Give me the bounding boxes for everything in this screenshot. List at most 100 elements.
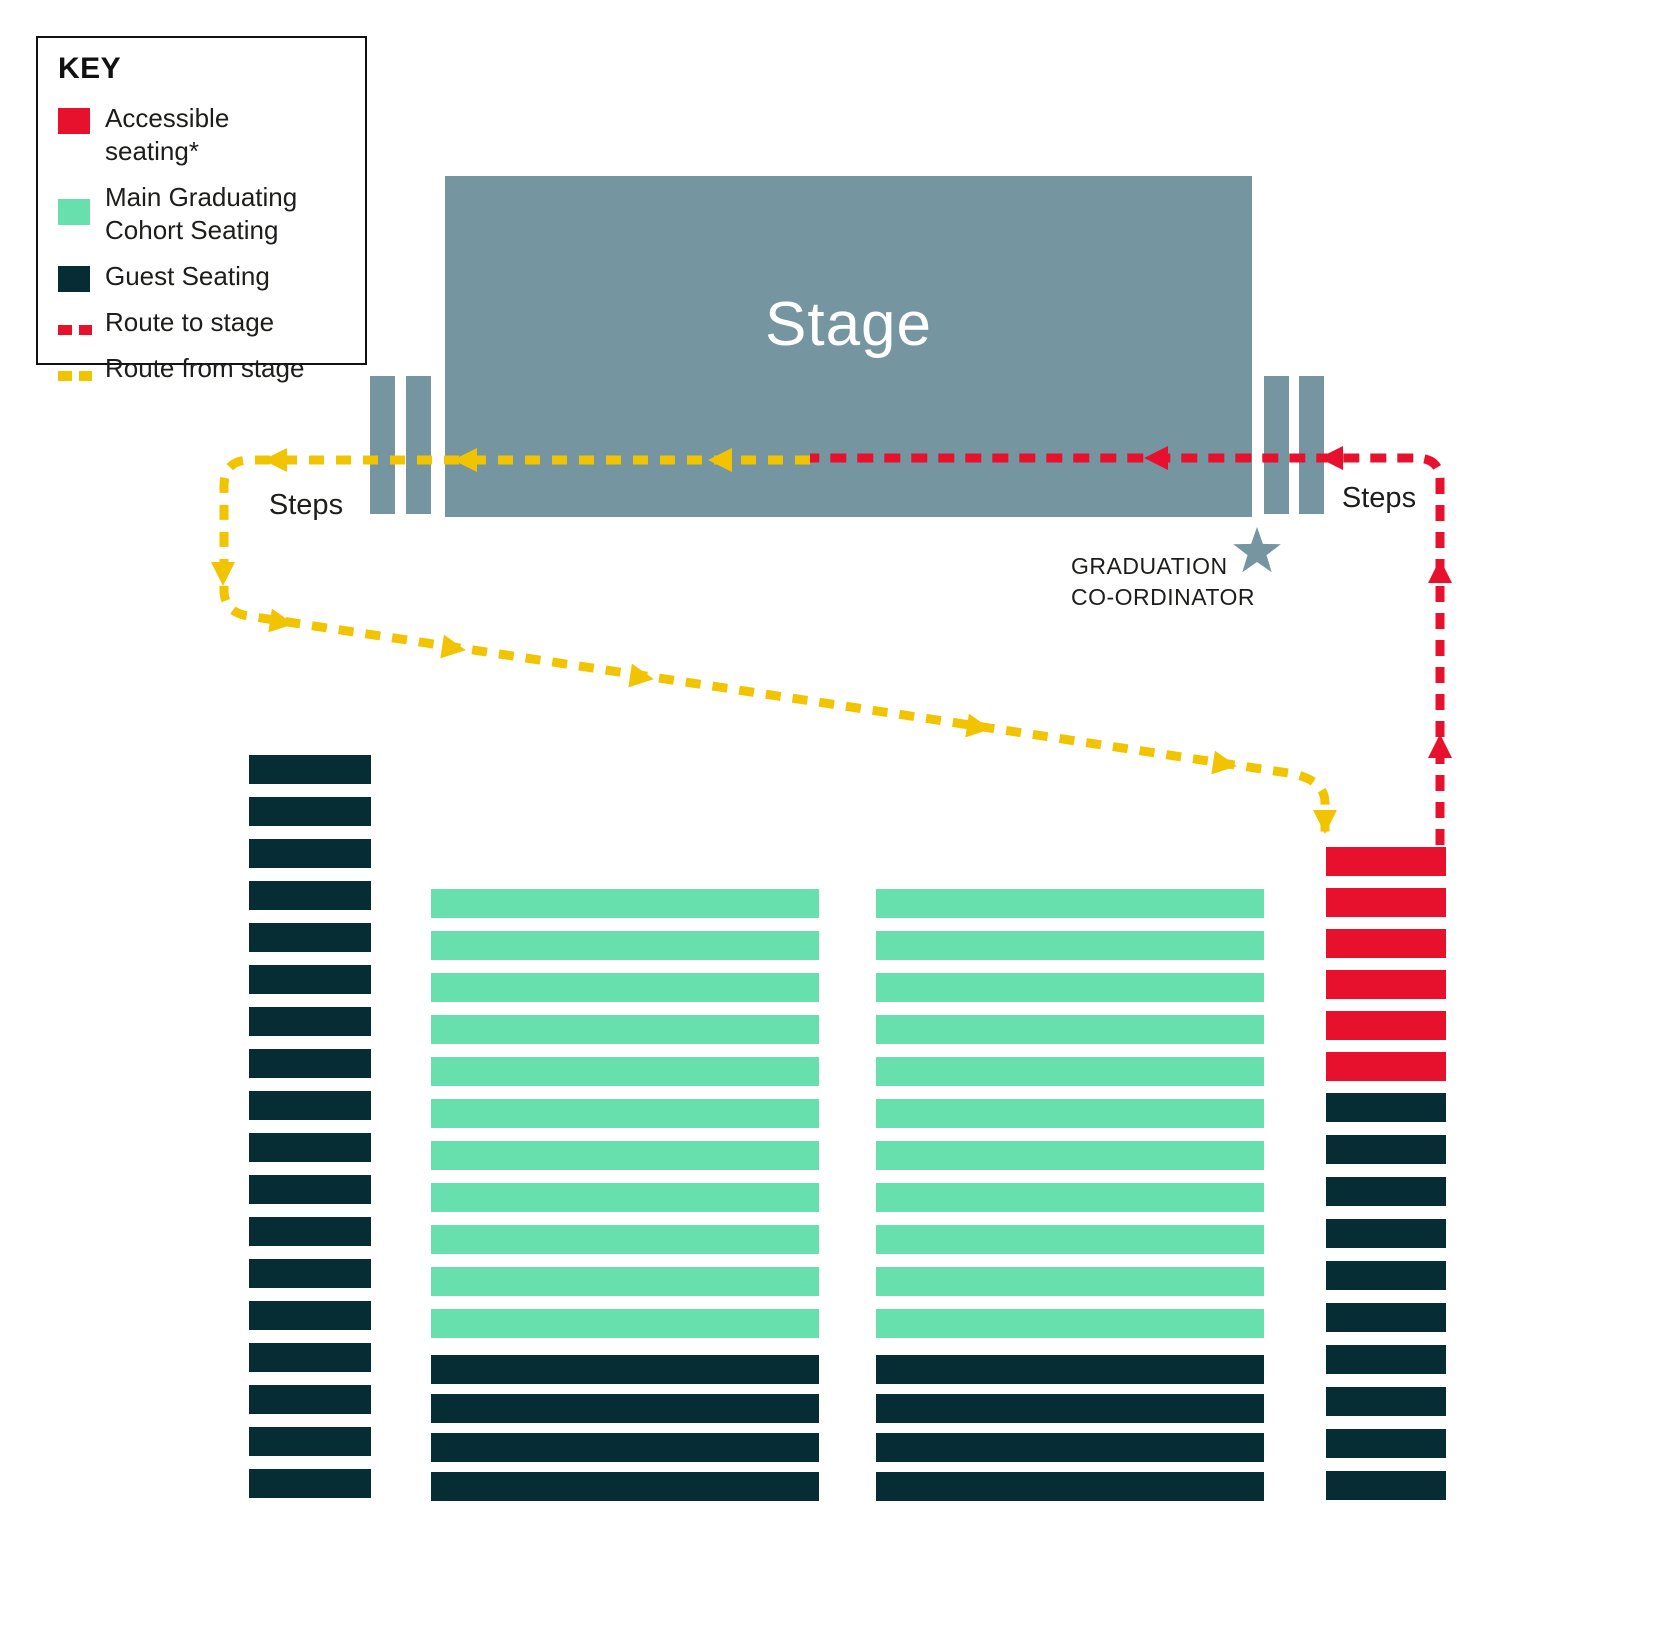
center-left-block-row xyxy=(431,1309,819,1338)
graduation-coordinator-line1: GRADUATION xyxy=(1071,553,1228,579)
route-to-stage-path xyxy=(810,453,1445,845)
left-guest-column-row xyxy=(249,1175,371,1204)
steps-pillar-right-inner xyxy=(1264,376,1289,514)
right-accessible-column-row xyxy=(1326,1261,1446,1290)
center-left-block-row xyxy=(431,973,819,1002)
left-guest-column-row xyxy=(249,1469,371,1498)
legend-item-cohort-seating: Main Graduating Cohort Seating xyxy=(58,181,347,247)
right-accessible-column-row xyxy=(1326,1177,1446,1206)
center-right-block-row xyxy=(876,889,1264,918)
center-right-block-row xyxy=(876,1057,1264,1086)
center-left-block-row xyxy=(431,1267,819,1296)
right-accessible-column-row xyxy=(1326,970,1446,999)
center-left-block-row xyxy=(431,1433,819,1462)
left-guest-column-row xyxy=(249,755,371,784)
route-from-arrow-icon xyxy=(440,634,466,659)
right-accessible-column-row xyxy=(1326,1093,1446,1122)
center-right-block-row xyxy=(876,1472,1264,1501)
left-guest-column-row xyxy=(249,1427,371,1456)
route-from-arrow-icon xyxy=(965,713,991,738)
right-accessible-column-row xyxy=(1326,1471,1446,1500)
left-guest-column-row xyxy=(249,1091,371,1120)
stage-label: Stage xyxy=(764,290,933,359)
right-accessible-column-row xyxy=(1326,888,1446,917)
left-guest-column-row xyxy=(249,1049,371,1078)
legend-item-accessible-seating: Accessible seating* xyxy=(58,102,347,168)
route-from-arrow-icon xyxy=(263,448,287,472)
legend-item-label: Route to stage xyxy=(105,307,275,337)
center-left-block-row xyxy=(431,1183,819,1212)
right-accessible-column-row xyxy=(1326,1303,1446,1332)
right-accessible-column-row xyxy=(1326,929,1446,958)
left-guest-column-row xyxy=(249,1385,371,1414)
guest-seating-swatch-icon xyxy=(58,266,92,292)
right-accessible-column-row xyxy=(1326,1011,1446,1040)
center-left-block-row xyxy=(431,1057,819,1086)
legend-item-label: Guest Seating xyxy=(105,261,270,291)
steps-label-right: Steps xyxy=(1341,482,1417,514)
center-right-block-row xyxy=(876,1309,1264,1338)
route-from-stage-path xyxy=(219,455,1330,843)
route-from-arrow-icon xyxy=(708,448,732,472)
route-to-stage-dash-icon xyxy=(58,312,92,335)
right-accessible-column-row xyxy=(1326,1345,1446,1374)
left-guest-column-row xyxy=(249,1343,371,1372)
cohort-seating-swatch-icon xyxy=(58,187,92,225)
center-right-block-row xyxy=(876,1433,1264,1462)
legend-item-guest-seating: Guest Seating xyxy=(58,260,347,293)
right-accessible-column-row xyxy=(1326,1429,1446,1458)
center-left-block-row xyxy=(431,1472,819,1501)
center-left-block-row xyxy=(431,1141,819,1170)
center-left-block-row xyxy=(431,1099,819,1128)
legend-item-label: Main Graduating Cohort Seating xyxy=(105,182,298,245)
right-accessible-column-row xyxy=(1326,1135,1446,1164)
graduation-coordinator-label: GRADUATION CO-ORDINATOR xyxy=(1071,551,1255,613)
route-from-arrow-icon xyxy=(268,608,294,633)
left-guest-column-row xyxy=(249,1007,371,1036)
route-to-arrow-icon xyxy=(1428,734,1452,758)
steps-pillar-left-inner xyxy=(406,376,431,514)
route-to-arrow-icon xyxy=(1319,446,1343,470)
center-right-block-row xyxy=(876,1355,1264,1384)
legend-item-label: Route from stage xyxy=(105,353,305,383)
coordinator-star-icon xyxy=(1233,527,1281,573)
accessible-seating-swatch-icon xyxy=(58,108,92,134)
right-accessible-column-row xyxy=(1326,1052,1446,1081)
right-accessible-column-row xyxy=(1326,847,1446,876)
left-guest-column-row xyxy=(249,797,371,826)
right-accessible-column-row xyxy=(1326,1219,1446,1248)
steps-pillar-left-outer xyxy=(370,376,395,514)
steps-pillar-right-outer xyxy=(1299,376,1324,514)
center-left-block-row xyxy=(431,1394,819,1423)
center-right-block-row xyxy=(876,1183,1264,1212)
right-accessible-column-row xyxy=(1326,1387,1446,1416)
center-left-block-row xyxy=(431,889,819,918)
graduation-coordinator-line2: CO-ORDINATOR xyxy=(1071,584,1256,610)
route-from-arrow-icon xyxy=(453,448,477,472)
route-from-arrow-icon xyxy=(211,562,235,586)
left-guest-column-row xyxy=(249,1259,371,1288)
center-right-block-row xyxy=(876,1394,1264,1423)
left-guest-column-row xyxy=(249,881,371,910)
center-right-block-row xyxy=(876,973,1264,1002)
center-left-block-row xyxy=(431,1015,819,1044)
legend-item-label: Accessible seating* xyxy=(105,103,230,166)
left-guest-column-row xyxy=(249,1133,371,1162)
legend-item-route-to-stage: Route to stage xyxy=(58,306,347,339)
center-left-block-row xyxy=(431,1355,819,1384)
left-guest-column-row xyxy=(249,1217,371,1246)
center-left-block-row xyxy=(431,1225,819,1254)
legend-title: KEY xyxy=(58,52,122,85)
route-from-arrow-icon xyxy=(1211,750,1237,775)
legend: KEY Accessible seating* Main Graduating … xyxy=(36,36,367,383)
center-right-block-row xyxy=(876,1099,1264,1128)
center-left-block-row xyxy=(431,931,819,960)
center-right-block-row xyxy=(876,1267,1264,1296)
legend-item-route-from-stage: Route from stage xyxy=(58,352,347,385)
left-guest-column-row xyxy=(249,923,371,952)
route-from-arrow-icon xyxy=(628,663,654,688)
route-to-arrow-icon xyxy=(1428,559,1452,583)
center-right-block-row xyxy=(876,1015,1264,1044)
